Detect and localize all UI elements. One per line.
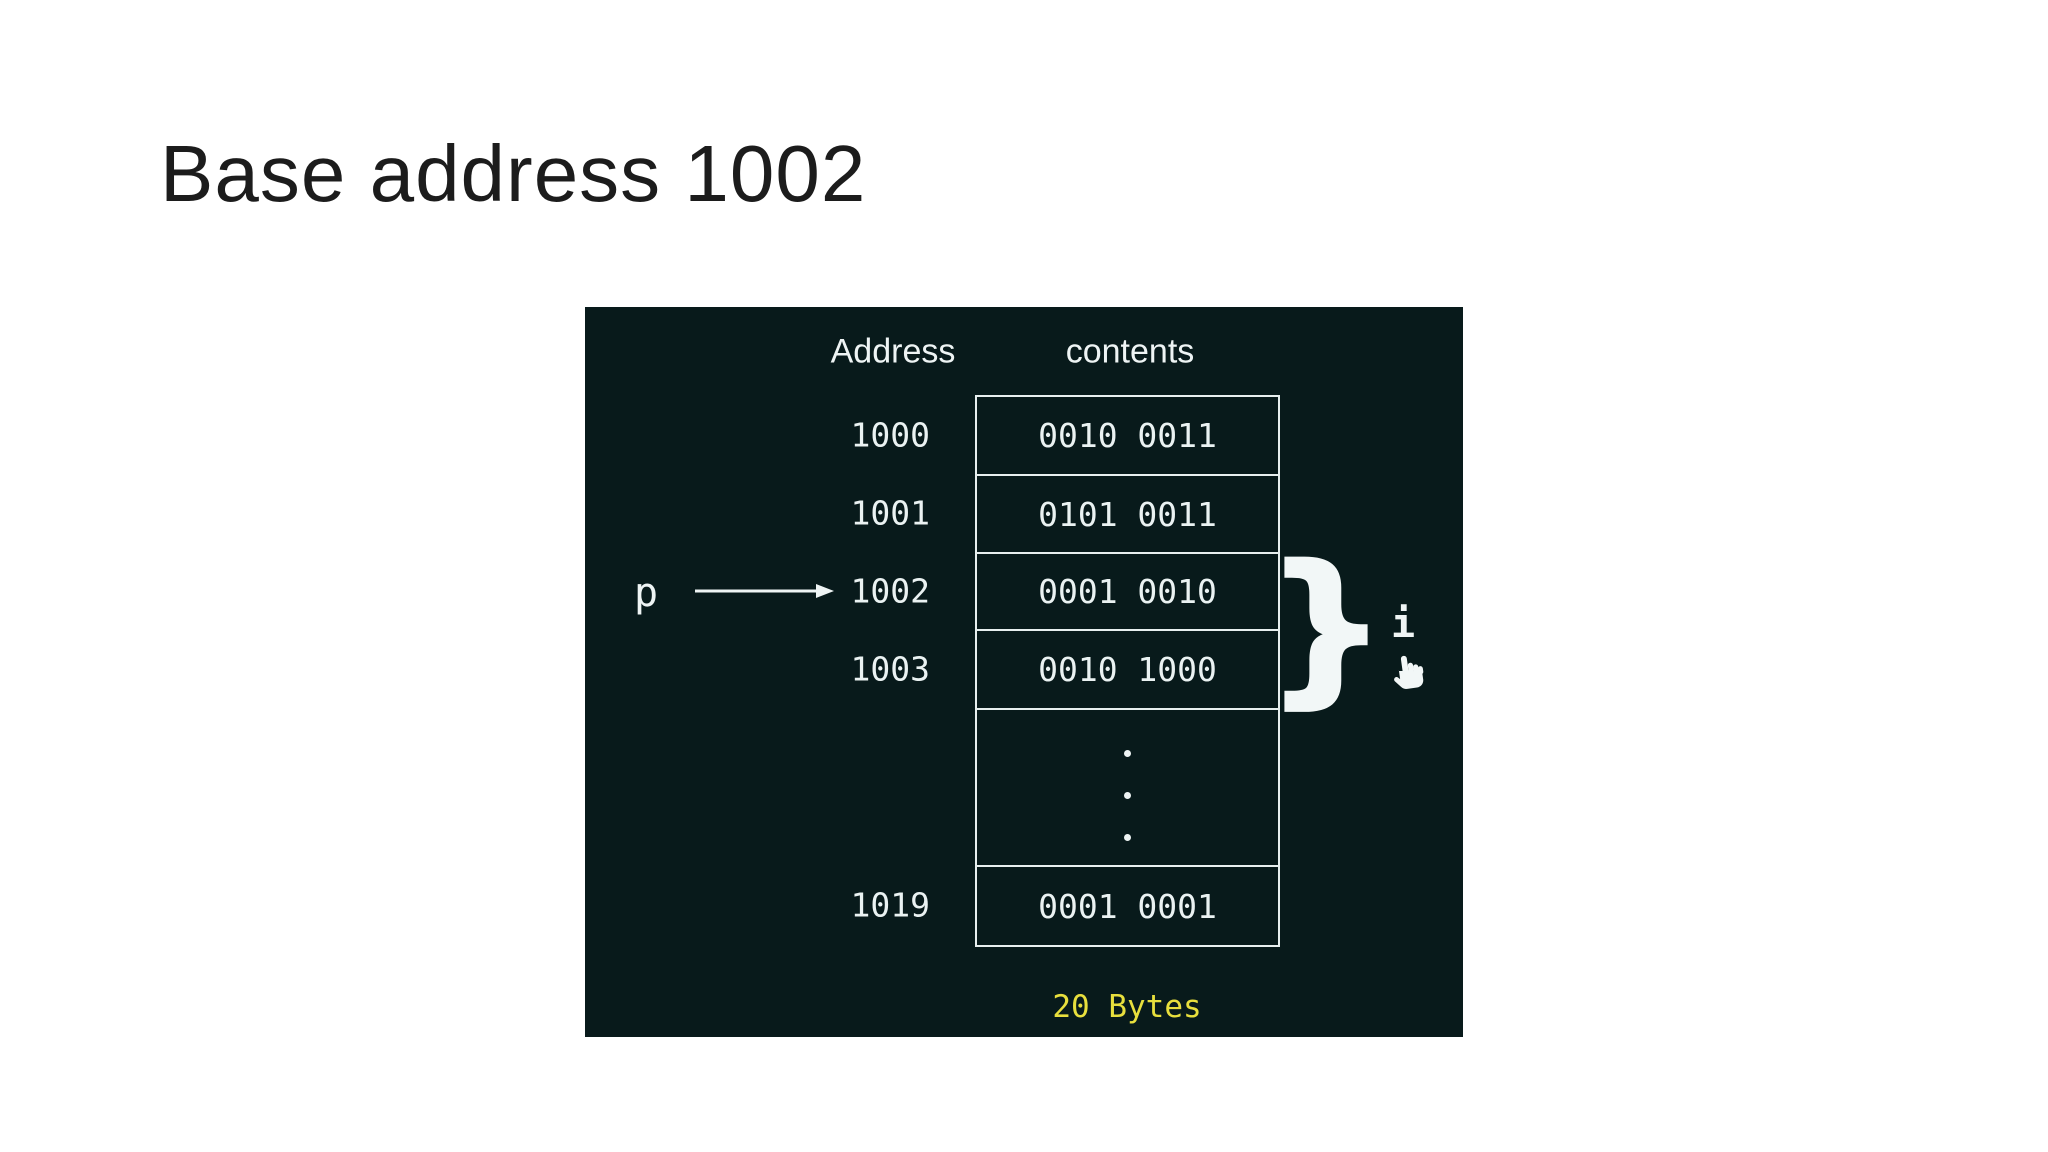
byte-count-label: 20 Bytes (1052, 989, 1202, 1025)
address-label: 1002 (850, 571, 930, 611)
address-label: 1003 (850, 649, 930, 689)
address-label: 1000 (850, 415, 930, 455)
pointer-p-label: p (633, 570, 659, 616)
ellipsis-dot (1124, 750, 1131, 757)
pointer-arrow-icon (695, 584, 834, 598)
address-label: 1019 (850, 885, 930, 925)
memory-cell: 0001 0010 (977, 552, 1278, 629)
memory-box: 0010 0011 0101 0011 0001 0010 0010 1000 … (975, 395, 1280, 947)
memory-cell: 0010 1000 (977, 629, 1278, 708)
index-i-label: i (1390, 601, 1416, 647)
ellipsis-dots (977, 708, 1278, 865)
column-header-contents: contents (1065, 332, 1195, 371)
address-label: 1001 (850, 493, 930, 533)
hand-cursor-icon (1394, 655, 1424, 689)
memory-cell: 0101 0011 (977, 474, 1278, 552)
ellipsis-dot (1124, 834, 1131, 841)
memory-diagram-panel: Address contents 1000 1001 1002 1003 101… (585, 307, 1463, 1037)
memory-cell: 0010 0011 (1038, 416, 1217, 455)
ellipsis-dot (1124, 792, 1131, 799)
brace-right: } (1263, 530, 1390, 723)
memory-cell: 0001 0001 (977, 865, 1278, 945)
column-header-address: Address (830, 332, 956, 371)
page-title: Base address 1002 (160, 129, 867, 218)
